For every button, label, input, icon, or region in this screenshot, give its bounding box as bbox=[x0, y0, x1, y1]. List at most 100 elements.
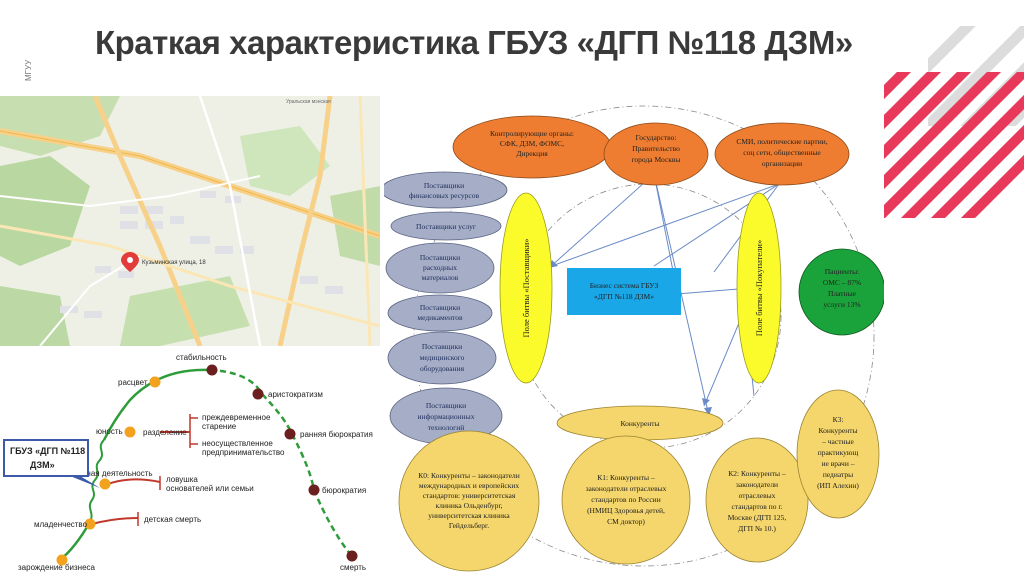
state-node: Государство: Правительство города Москвы bbox=[603, 122, 709, 186]
svg-text:Контролирующие органы:: Контролирующие органы: bbox=[490, 129, 574, 138]
svg-text:стандартов: университетская: стандартов: университетская bbox=[423, 491, 516, 500]
svg-text:ОМС – 87%: ОМС – 87% bbox=[823, 278, 861, 287]
branch-label: неосуществленное bbox=[202, 439, 273, 448]
stage-label: зарождение бизнеса bbox=[18, 563, 96, 572]
svg-text:– частные: – частные bbox=[821, 437, 854, 446]
svg-text:Поставщики: Поставщики bbox=[426, 401, 466, 410]
callout-line: ГБУЗ «ДГП №118 bbox=[10, 446, 85, 456]
svg-text:стандартов по России: стандартов по России bbox=[591, 495, 660, 504]
svg-text:законодатели: законодатели bbox=[736, 480, 778, 489]
svg-text:финансовых ресурсов: финансовых ресурсов bbox=[409, 191, 480, 200]
branch-label: предпринимательство bbox=[202, 448, 285, 457]
callout-line: ДЗМ» bbox=[30, 460, 55, 470]
svg-text:«ДГП №118 ДЗМ»: «ДГП №118 ДЗМ» bbox=[594, 292, 654, 301]
svg-text:отраслевых: отраслевых bbox=[739, 491, 776, 500]
svg-text:Поставщики: Поставщики bbox=[422, 342, 462, 351]
svg-text:информационных: информационных bbox=[418, 412, 475, 421]
media-node: СМИ, политические партии, соц сети, обще… bbox=[714, 122, 850, 186]
svg-text:оборудования: оборудования bbox=[420, 364, 465, 373]
battlefield-buyers-node: Поле битвы «Покупатели» bbox=[736, 192, 782, 384]
red-stripes-decoration bbox=[884, 72, 1024, 218]
svg-text:медицинского: медицинского bbox=[420, 353, 465, 362]
svg-text:города Москвы: города Москвы bbox=[632, 155, 681, 164]
business-environment-diagram: Контролирующие органы: СФК, ДЗМ, ФОМС, Д… bbox=[384, 96, 884, 574]
svg-text:законодатели отраслевых: законодатели отраслевых bbox=[586, 484, 667, 493]
svg-text:Поставщики: Поставщики bbox=[424, 181, 464, 190]
svg-text:Государство:: Государство: bbox=[636, 133, 677, 142]
side-label: МГУУ bbox=[24, 59, 33, 81]
k2-node: К2: Конкуренты – законодатели отраслевых… bbox=[705, 437, 809, 563]
svg-text:К3:: К3: bbox=[833, 415, 844, 424]
branch-label: старение bbox=[202, 422, 237, 431]
business-system-node: Бизнес система ГБУЗ «ДГП №118 ДЗМ» bbox=[567, 268, 681, 315]
supplier-node: Поставщики услуг bbox=[390, 211, 502, 241]
battlefield-suppliers-node: Поле битвы «Поставщики» bbox=[499, 192, 553, 384]
svg-text:(ИП Алехин): (ИП Алехин) bbox=[817, 481, 859, 490]
stage-label: смерть bbox=[340, 563, 366, 572]
control-bodies-node: Контролирующие органы: СФК, ДЗМ, ФОМС, Д… bbox=[452, 115, 612, 179]
svg-text:клиника Ольденбург,: клиника Ольденбург, bbox=[435, 501, 502, 510]
k1-node: К1: Конкуренты – законодатели отраслевых… bbox=[561, 435, 691, 565]
svg-text:Пациенты:: Пациенты: bbox=[825, 267, 860, 276]
svg-text:Поле битвы «Поставщики»: Поле битвы «Поставщики» bbox=[521, 238, 531, 337]
svg-text:СФК, ДЗМ, ФОМС,: СФК, ДЗМ, ФОМС, bbox=[500, 139, 564, 148]
svg-text:технологий: технологий bbox=[428, 423, 465, 432]
competitors-node: Конкуренты bbox=[556, 405, 724, 441]
stage-label: стабильность bbox=[176, 353, 227, 362]
branch-label: преждевременное bbox=[202, 413, 271, 422]
svg-text:медикаментов: медикаментов bbox=[417, 313, 463, 322]
stage-label: расцвет bbox=[118, 378, 148, 387]
lifecycle-stage-dots bbox=[56, 364, 358, 566]
svg-text:Дирекция: Дирекция bbox=[516, 149, 548, 158]
svg-text:Конкуренты: Конкуренты bbox=[620, 419, 659, 428]
svg-text:Поставщики: Поставщики bbox=[420, 303, 460, 312]
svg-text:педиатры: педиатры bbox=[823, 470, 853, 479]
branch-label: разделение bbox=[143, 428, 187, 437]
patients-node: Пациенты: ОМС – 87% Платные услуги 13% bbox=[798, 248, 884, 336]
map-address-label: Кузьминская улица, 18 bbox=[142, 260, 206, 266]
svg-text:К1: Конкуренты –: К1: Конкуренты – bbox=[597, 473, 655, 482]
stage-label: младенчество bbox=[34, 520, 88, 529]
svg-text:Гейдельберг.: Гейдельберг. bbox=[449, 521, 489, 530]
location-map: Кузьминская улица, 18 Уральская мэнская bbox=[0, 96, 380, 346]
svg-text:К0: Конкуренты – законодатели: К0: Конкуренты – законодатели bbox=[418, 471, 519, 480]
k3-node: К3: Конкуренты – частные практикующ ие в… bbox=[796, 389, 880, 519]
map-top-label: Уральская мэнская bbox=[286, 99, 331, 105]
svg-text:расходных: расходных bbox=[423, 263, 457, 272]
svg-text:СМИ, политические партии,: СМИ, политические партии, bbox=[736, 137, 827, 146]
stage-label: ранняя бюрократия bbox=[300, 430, 373, 439]
branch-label: основателей или семьи bbox=[166, 484, 254, 493]
svg-text:ие врачи –: ие врачи – bbox=[822, 459, 855, 468]
svg-text:Москве (ДГП 125,: Москве (ДГП 125, bbox=[728, 513, 787, 522]
location-pin-icon bbox=[121, 252, 139, 272]
organization-callout: ГБУЗ «ДГП №118 ДЗМ» bbox=[3, 439, 100, 488]
stage-label: бюрократия bbox=[322, 486, 366, 495]
stage-label: активная деятельность bbox=[66, 469, 153, 478]
branch-label: ловушка bbox=[166, 475, 198, 484]
svg-text:услуги 13%: услуги 13% bbox=[823, 300, 860, 309]
branch-label: детская смерть bbox=[144, 515, 201, 524]
svg-text:Поставщики услуг: Поставщики услуг bbox=[416, 222, 476, 231]
supplier-node: Поставщики расходных материалов bbox=[385, 242, 495, 294]
supplier-node: Поставщики финансовых ресурсов bbox=[384, 171, 508, 209]
supplier-node: Поставщики медикаментов bbox=[387, 294, 493, 332]
svg-text:Платные: Платные bbox=[828, 289, 857, 298]
svg-text:университетская клиника: университетская клиника bbox=[428, 511, 510, 520]
svg-text:международных и европейских: международных и европейских bbox=[419, 481, 520, 490]
slide-title: Краткая характеристика ГБУЗ «ДГП №118 ДЗ… bbox=[95, 24, 853, 61]
svg-text:ДГП № 10.): ДГП № 10.) bbox=[738, 524, 776, 533]
stage-label: юность bbox=[96, 427, 123, 436]
supplier-node: Поставщики медицинского оборудования bbox=[387, 331, 497, 385]
svg-text:Конкуренты: Конкуренты bbox=[818, 426, 857, 435]
svg-text:стандартов по г.: стандартов по г. bbox=[732, 502, 783, 511]
svg-text:организации: организации bbox=[762, 159, 802, 168]
svg-text:Бизнес система ГБУЗ: Бизнес система ГБУЗ bbox=[590, 281, 659, 290]
svg-text:практикующ: практикующ bbox=[818, 448, 859, 457]
svg-text:материалов: материалов bbox=[422, 273, 459, 282]
svg-text:соц сети, общественные: соц сети, общественные bbox=[743, 148, 821, 157]
svg-text:К2: Конкуренты –: К2: Конкуренты – bbox=[728, 469, 786, 478]
k0-node: К0: Конкуренты – законодатели международ… bbox=[398, 430, 540, 572]
svg-text:Поставщики: Поставщики bbox=[420, 253, 460, 262]
svg-text:СМ доктор): СМ доктор) bbox=[607, 517, 645, 526]
svg-text:(НМИЦ Здоровья детей,: (НМИЦ Здоровья детей, bbox=[587, 506, 665, 515]
